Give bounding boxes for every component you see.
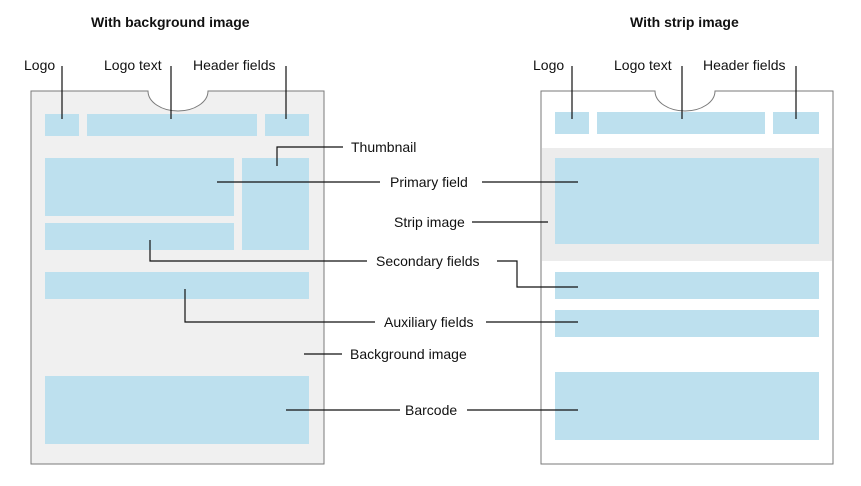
- auxiliary-fields-leader-left: [184, 289, 375, 323]
- thumbnail-label: Thumbnail: [351, 139, 417, 155]
- right-primary-field: [555, 158, 819, 244]
- left-header-field: [265, 114, 309, 136]
- left-barcode: [45, 376, 309, 444]
- right-header-field: [773, 112, 819, 134]
- right-logo-field: [555, 112, 589, 134]
- right-auxiliary-field: [555, 310, 819, 337]
- left-primary-field: [45, 158, 234, 216]
- thumbnail-leader: [276, 146, 343, 166]
- right-logo-text-label: Logo text: [614, 57, 672, 73]
- right-header-fields-label: Header fields: [703, 57, 786, 73]
- auxiliary-fields-label: Auxiliary fields: [384, 314, 474, 330]
- left-thumbnail: [242, 158, 309, 250]
- left-secondary-field: [45, 223, 234, 250]
- left-header-fields-label: Header fields: [193, 57, 276, 73]
- left-logo-text-field: [87, 114, 257, 136]
- left-logo-field: [45, 114, 79, 136]
- secondary-fields-label: Secondary fields: [376, 253, 480, 269]
- left-panel-title: With background image: [91, 14, 250, 30]
- secondary-fields-leader-right: [497, 260, 578, 288]
- background-image-label: Background image: [350, 346, 467, 362]
- secondary-fields-leader-left: [149, 240, 367, 262]
- right-secondary-field: [555, 272, 819, 299]
- primary-field-label: Primary field: [390, 174, 468, 190]
- left-logo-text-label: Logo text: [104, 57, 162, 73]
- right-logo-label: Logo: [533, 57, 565, 73]
- strip-image-label: Strip image: [394, 214, 465, 230]
- right-logo-text-field: [597, 112, 765, 134]
- barcode-label: Barcode: [405, 402, 458, 418]
- left-auxiliary-field: [45, 272, 309, 299]
- right-barcode: [555, 372, 819, 440]
- right-panel-title: With strip image: [630, 14, 739, 30]
- left-logo-label: Logo: [24, 57, 56, 73]
